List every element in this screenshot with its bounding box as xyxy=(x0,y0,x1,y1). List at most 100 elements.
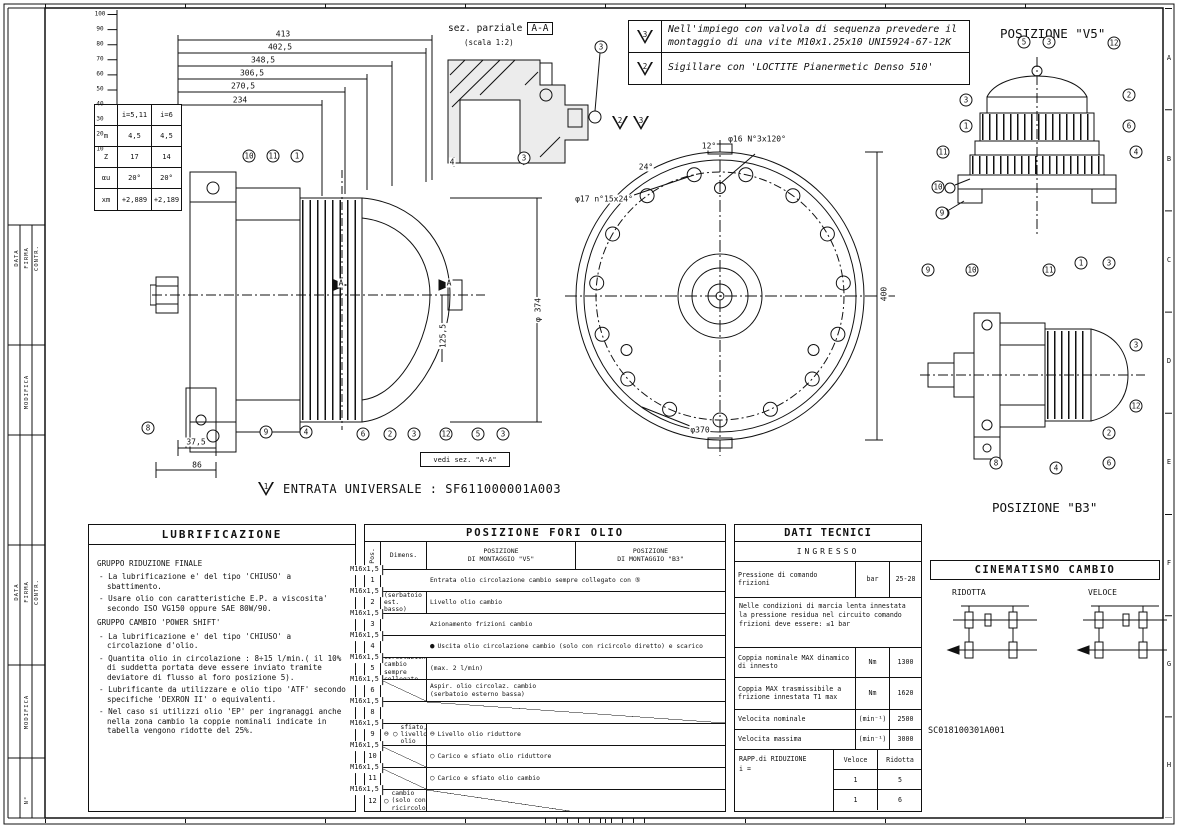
note-row: 2 Sigillare con 'LOCTITE Pianermetic Den… xyxy=(629,53,969,84)
note-row: 3 Nell'impiego con valvola di sequenza p… xyxy=(629,21,969,53)
position-v5-label: POSIZIONE "V5" xyxy=(1000,26,1106,41)
table-row: 8 M16x1,5 xyxy=(347,697,725,724)
table-row: xm +2,889 +2,189 xyxy=(95,189,181,210)
ratio-value: 4,5 xyxy=(117,126,151,146)
plug-icon: ○ xyxy=(430,773,435,783)
gear-data-table: i=5,11 i=6 m 4,5 4,5 Z 17 14 αu 20° 20° … xyxy=(94,104,182,211)
veloce-label: VELOCE xyxy=(1088,588,1117,597)
ratio-row-label: Z xyxy=(103,153,109,161)
table-row: 10 M16x1,5 ○Carico e sfiato olio ridutto… xyxy=(347,741,725,768)
table-row: Velocita massima (min⁻¹) 3000 xyxy=(735,730,921,750)
technical-data-table: DATI TECNICI INGRESSO Pressione di coman… xyxy=(734,524,922,812)
ratio-value: 20° xyxy=(117,168,151,188)
ratio-row-label: xm xyxy=(101,195,111,204)
ridotta-label: RIDOTTA xyxy=(952,588,986,597)
section-aa-drawing xyxy=(447,52,602,167)
lubrication-item: - La lubrificazione e' del tipo 'CHIUSO'… xyxy=(99,631,292,651)
technical-data-title: DATI TECNICI xyxy=(735,525,921,542)
table-row: 1 M16x1,5 Entrata olio circolazione camb… xyxy=(347,565,725,592)
note-text: Nell'impiego con valvola di sequenza pre… xyxy=(661,21,969,52)
kinematic-veloce-diagram xyxy=(1076,605,1167,659)
ratio-col-header-2: i=6 xyxy=(151,105,181,125)
lubrication-item: - Lubrificante da utilizzare e olio tipo… xyxy=(99,685,346,704)
ratio-value: 14 xyxy=(151,147,181,167)
col-header-b3: DI MONTAGGIO "B3" xyxy=(617,554,684,563)
kinematic-ridotta-diagram xyxy=(946,605,1037,659)
table-row: 11 M16x1,5 ○Carico e sfiato olio cambio xyxy=(347,763,725,790)
not-applicable-cell xyxy=(427,790,576,812)
table-row: 5 M16x1,5 Entrata olio circolazione camb… xyxy=(347,653,725,680)
lubrication-item: - Quantita olio in circolazione : 8÷15 l… xyxy=(99,653,342,682)
ridotta-header: Ridotta xyxy=(878,750,922,770)
note-text: Sigillare con 'LOCTITE Pianermetic Denso… xyxy=(661,53,969,84)
table-row: m 4,5 4,5 xyxy=(95,126,181,147)
oil-ports-table: POSIZIONE FORI OLIO Pos. Dimens. POSIZIO… xyxy=(347,524,726,812)
position-b3-label: POSIZIONE "B3" xyxy=(992,500,1098,515)
table-row: Coppia MAX trasmissibile a frizione inne… xyxy=(735,678,921,710)
ratio-value: 17 xyxy=(117,147,151,167)
table-row: αu 20° 20° xyxy=(95,168,181,189)
oil-ports-title: POSIZIONE FORI OLIO xyxy=(365,525,725,542)
table-row: 4 M16x1,5 ●Uscita olio circolazione camb… xyxy=(347,631,725,658)
not-applicable-cell xyxy=(381,680,427,701)
lubrication-table: LUBRIFICAZIONE GRUPPO RIDUZIONE FINALE -… xyxy=(88,524,356,812)
section-scale: (scala 1:2) xyxy=(464,38,514,47)
note-marker-2-icon: 2 xyxy=(612,116,628,130)
ratio-row-label: m xyxy=(103,132,109,140)
col-header-pos: Pos. xyxy=(367,547,376,564)
ratio-value: 20° xyxy=(151,168,181,188)
lubrication-item: - La lubrificazione e' del tipo 'CHIUSO'… xyxy=(99,572,292,591)
lubrication-item: - Usare olio con caratteristiche E.P. a … xyxy=(99,594,328,613)
col-header-v5: DI MONTAGGIO "V5" xyxy=(467,554,535,563)
position-v5-drawing xyxy=(938,57,1117,235)
not-applicable-cell xyxy=(381,768,427,789)
front-view-drawing xyxy=(565,140,895,456)
position-b3-drawing xyxy=(920,312,1145,460)
table-row: Velocita nominale (min⁻¹) 2500 xyxy=(735,710,921,730)
note-marker-3-icon: 3 xyxy=(637,29,653,44)
lubrication-body: GRUPPO RIDUZIONE FINALE - La lubrificazi… xyxy=(89,545,355,748)
notes-box: 3 Nell'impiego con valvola di sequenza p… xyxy=(628,20,970,85)
kinematics-title: CINEMATISMO CAMBIO xyxy=(930,560,1160,580)
section-title-text: sez. parziale xyxy=(448,23,523,34)
plug-icon: ○ xyxy=(430,751,435,761)
table-row: 12 M16x1,5 ○Sfiato cambio (solo con rici… xyxy=(347,785,725,812)
reduction-ratio-row: RAPP.di RIDUZIONE i = Veloce Ridotta 1 5… xyxy=(735,750,922,811)
section-note-markers: 2 3 xyxy=(612,116,649,130)
not-applicable-cell xyxy=(427,702,725,723)
note-marker-2-icon: 2 xyxy=(637,61,653,76)
col-header-dim: Dimens. xyxy=(389,550,418,559)
ratio-value: 4,5 xyxy=(151,126,181,146)
ratio-row-label: αu xyxy=(101,174,111,182)
not-applicable-cell xyxy=(381,746,427,767)
table-row: 2 M16x1,5 Uscita olio circolaz. (serbato… xyxy=(347,587,725,614)
see-section-label: vedi sez. "A-A" xyxy=(420,452,510,467)
table-row: 6 M16x1,5 Aspir. olio circolaz. cambio (… xyxy=(347,675,725,702)
breather-icons: ⊖ ○ xyxy=(384,729,398,739)
ratio-value: +2,189 xyxy=(151,189,181,210)
ratio-value: +2,889 xyxy=(117,189,151,210)
ingresso-header: INGRESSO xyxy=(735,542,921,562)
kinematics-code: SC018100301A001 xyxy=(928,726,1005,736)
note-marker-3-icon: 3 xyxy=(633,116,649,130)
pressure-note: Nelle condizioni di marcia lenta innesta… xyxy=(735,598,921,648)
filled-circle-icon: ● xyxy=(430,641,435,651)
table-row: 9 M16x1,5 ⊖ ○Carico e sfiato, livello ol… xyxy=(347,719,725,746)
input-designation: 1 ENTRATA UNIVERSALE : SF611000001A003 xyxy=(258,482,561,496)
input-designation-text: ENTRATA UNIVERSALE : SF611000001A003 xyxy=(283,482,562,496)
veloce-header: Veloce xyxy=(834,750,878,770)
note-marker-1-icon: 1 xyxy=(258,482,274,496)
ratio-col-header-1: i=5,11 xyxy=(117,105,151,125)
table-row: Coppia nominale MAX dinamico di innesto … xyxy=(735,648,921,678)
table-row: Pressione di comando frizioni bar 25-28 xyxy=(735,562,921,598)
lubrication-title: LUBRIFICAZIONE xyxy=(89,525,355,545)
ratio-corner-cell xyxy=(95,105,117,125)
table-row: Z 17 14 xyxy=(95,147,181,168)
section-aa-label: A-A xyxy=(527,22,553,35)
level-plug-icon: ⊖ xyxy=(430,729,435,739)
table-row: 3 M16x1,5 Azionamento frizioni cambio xyxy=(347,609,725,636)
section-title: sez. parziale A-A xyxy=(448,22,553,35)
